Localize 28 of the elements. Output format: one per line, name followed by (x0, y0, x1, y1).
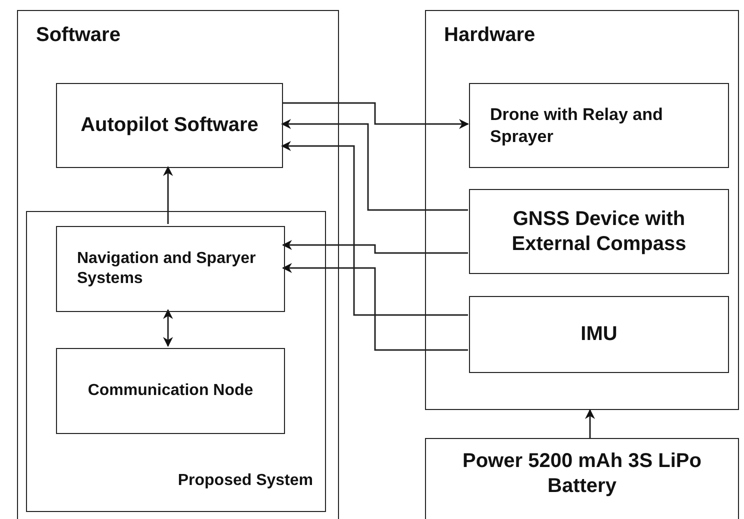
arrow (585, 409, 595, 438)
arrow (163, 166, 173, 224)
process-box (56, 83, 283, 168)
box-label: Power 5200 mAh 3S LiPo Battery (462, 449, 702, 499)
arrow (163, 309, 173, 347)
software-panel (17, 10, 339, 519)
system-group (26, 211, 326, 512)
box-label: GNSS Device with External Compass (510, 206, 688, 256)
arrow (281, 141, 468, 316)
process-box (56, 226, 285, 312)
arrow (282, 240, 468, 254)
group-heading: Hardware (444, 23, 536, 48)
box-label: Drone with Relay and Sprayer (489, 104, 664, 147)
group-heading: Proposed System (178, 471, 313, 491)
box-label: IMU (580, 322, 618, 347)
component-box (469, 296, 729, 373)
component-box (469, 189, 729, 274)
arrow (282, 263, 468, 351)
box-label: Autopilot Software (80, 113, 258, 138)
power-box (425, 438, 739, 519)
arrow (281, 119, 468, 211)
component-box (469, 83, 729, 168)
box-label: Navigation and Sparyer Systems (76, 249, 257, 289)
box-label: Communication Node (88, 381, 254, 401)
group-heading: Software (36, 23, 120, 48)
process-box (56, 348, 285, 434)
arrow (282, 102, 469, 129)
hardware-panel (425, 10, 739, 410)
